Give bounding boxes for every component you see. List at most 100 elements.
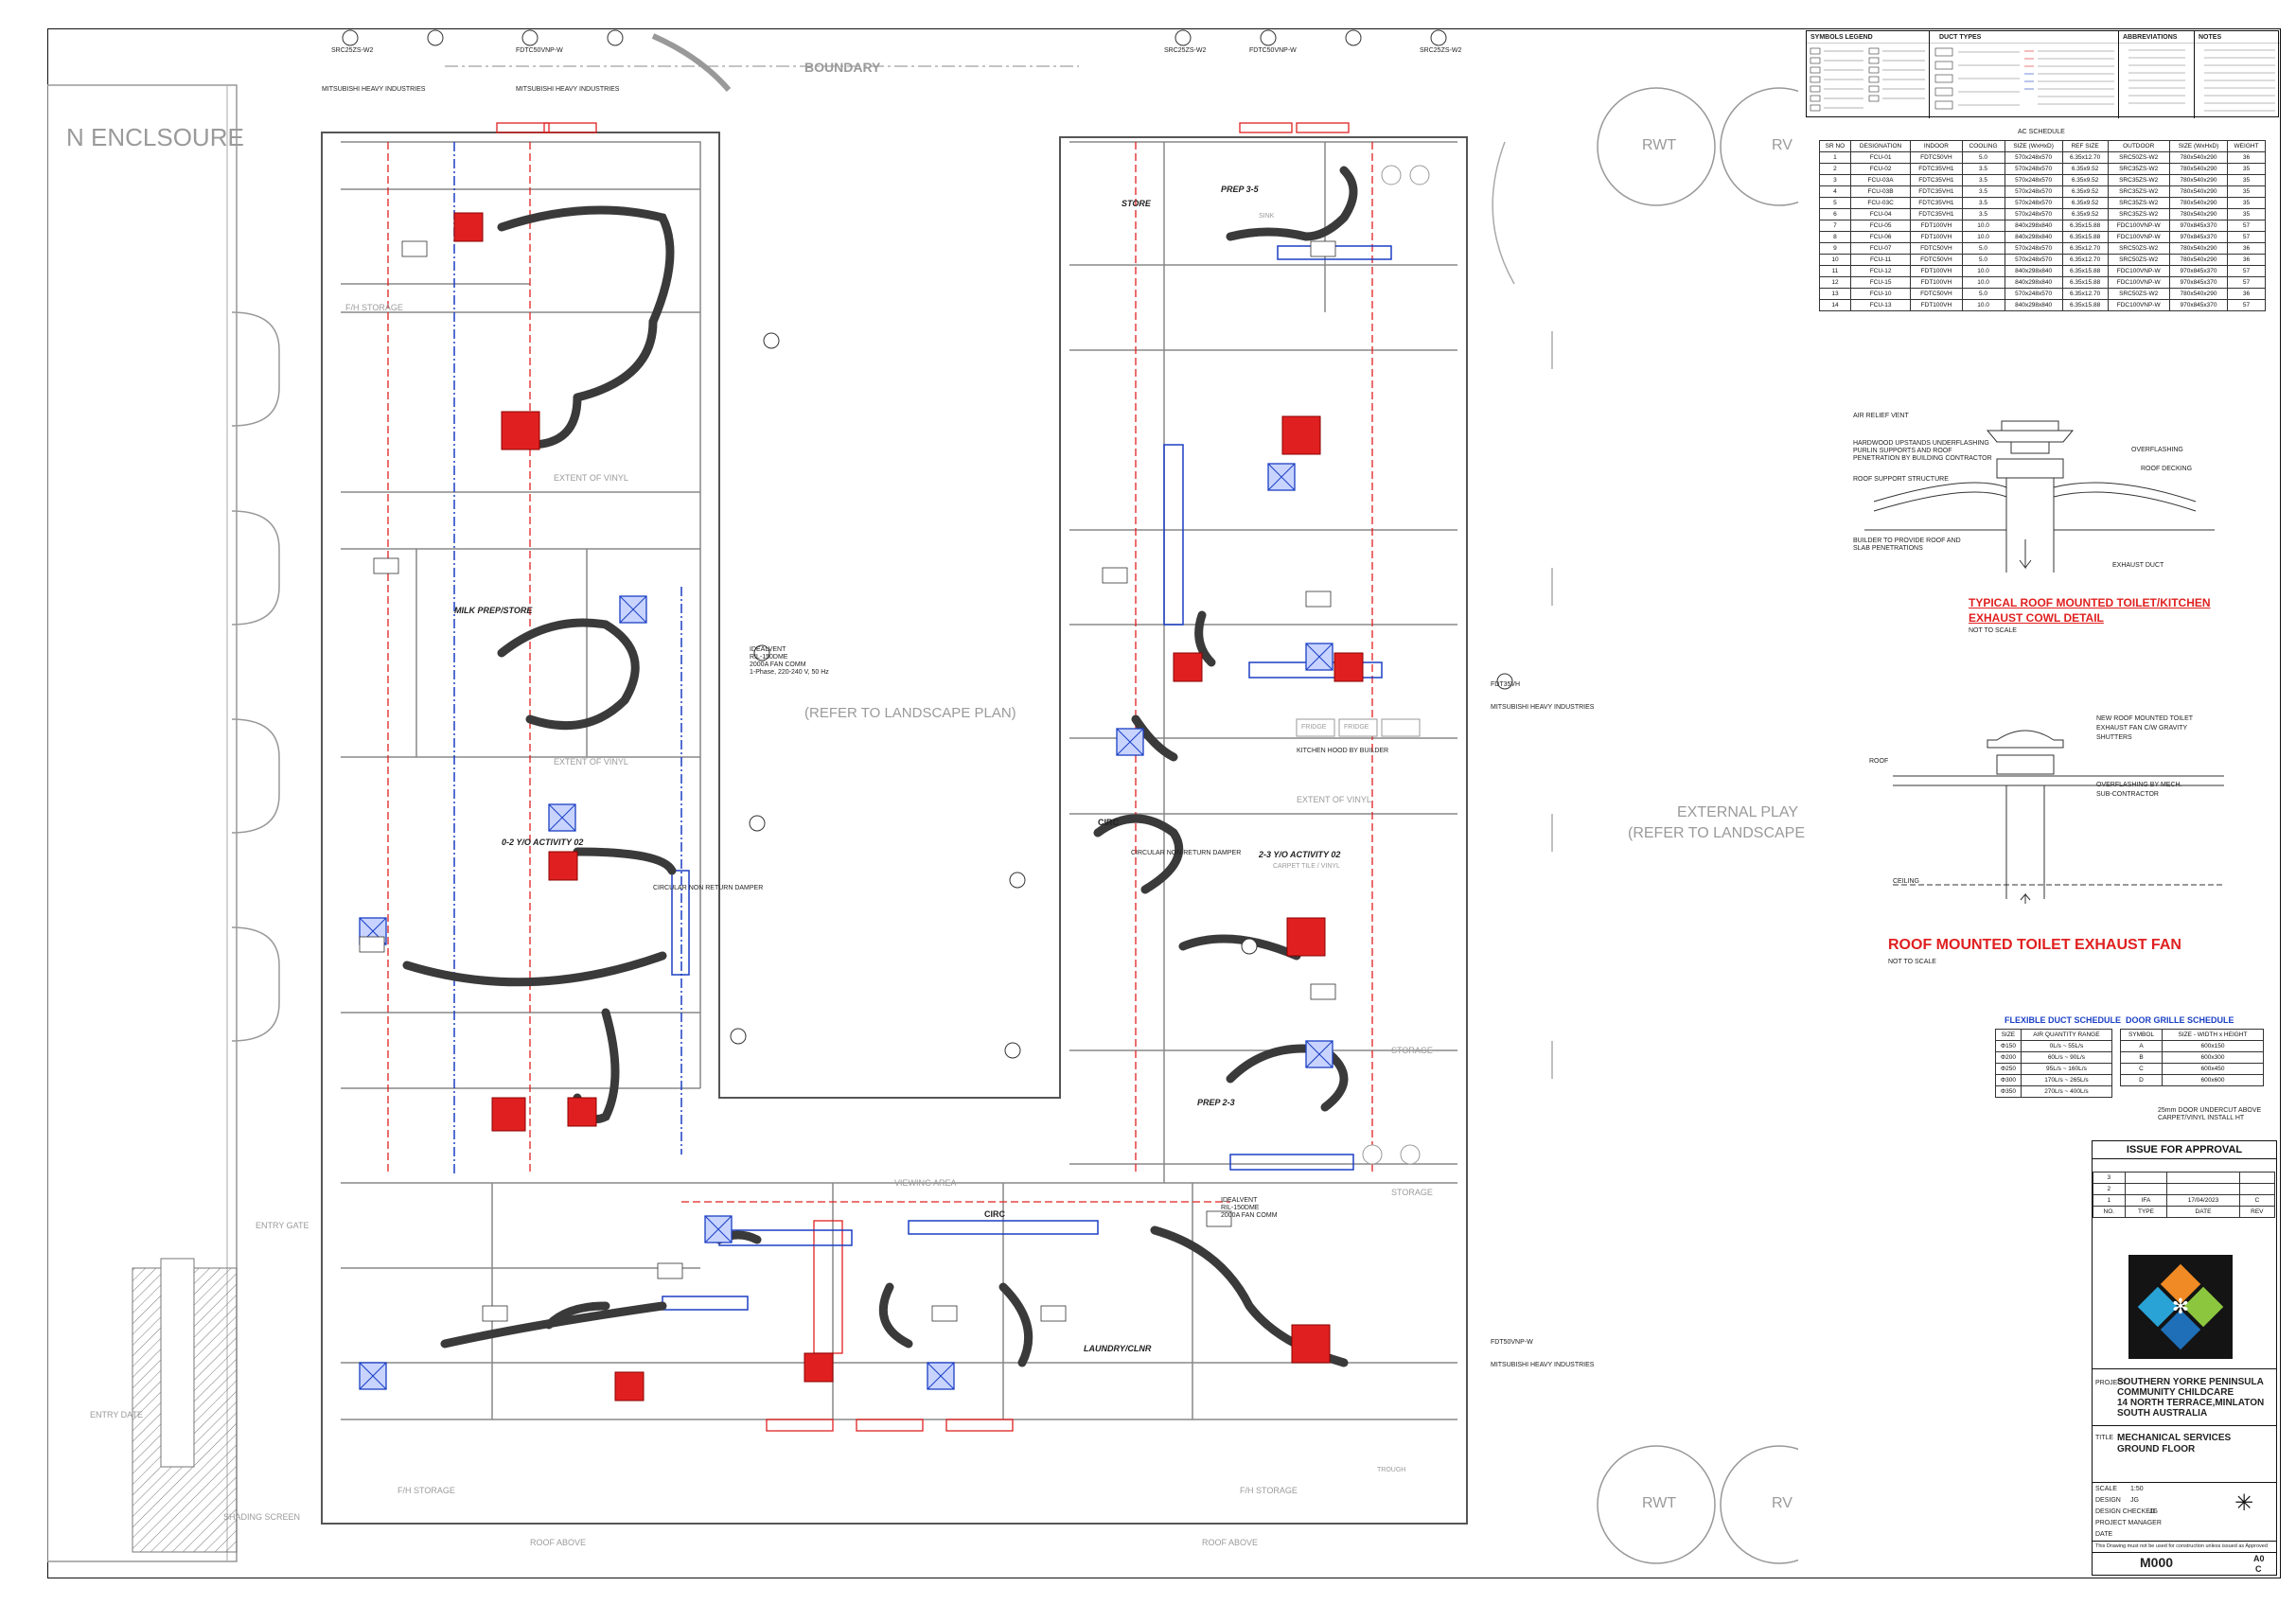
table-cell: 6 <box>1819 208 1851 220</box>
header-cell: SIZE - WIDTH x HEIGHT <box>2162 1029 2264 1041</box>
table-cell: 57 <box>2227 231 2266 243</box>
cowl-note: EXHAUST DUCT <box>2112 562 2164 569</box>
table-cell: FCU-03A <box>1849 174 1912 186</box>
floor-plan[interactable] <box>47 28 1798 1578</box>
shading-screen-label: SHADING SCREEN <box>223 1512 301 1522</box>
table-cell: FCU-05 <box>1849 220 1912 232</box>
carpet-label: CARPET TILE / VINYL <box>1273 863 1340 870</box>
duct-types-title: DUCT TYPES <box>1939 34 1982 41</box>
table-cell: FDTC35VH1 <box>1910 163 1963 175</box>
cowl-note: ROOF DECKING <box>2141 466 2193 472</box>
enclosure <box>47 84 238 1562</box>
table-cell: Φ350 <box>1995 1085 2022 1098</box>
fan-note: SUB-CONTRACTOR <box>2096 791 2159 798</box>
revision-row: 2 <box>2093 1183 2276 1195</box>
room-label: PREP 3-5 <box>1221 185 1259 194</box>
table-cell: SRC50ZS-W2 <box>2107 254 2170 266</box>
table-cell <box>2124 1172 2168 1184</box>
fan-note: NEW ROOF MOUNTED TOILET <box>2096 715 2194 722</box>
enclosure-label: N ENCLSOURE <box>66 123 244 151</box>
table-cell: FDTC50VH <box>1910 254 1963 266</box>
storage-label: STORAGE <box>1391 1046 1433 1055</box>
table-cell: C <box>2119 1063 2164 1075</box>
table-cell: SRC50ZS-W2 <box>2107 288 2170 300</box>
fh-storage-label: F/H STORAGE <box>345 303 403 312</box>
header-cell: DESIGNATION <box>1849 140 1912 152</box>
table-cell: 270L/s ~ 400L/s <box>2020 1085 2113 1098</box>
table-cell: Φ300 <box>1995 1074 2022 1086</box>
unit-tag: RIL-150DME <box>750 654 788 661</box>
table-cell: 3.5 <box>1961 185 2005 198</box>
table-cell <box>2166 1172 2240 1184</box>
exhaust-fan-drawing <box>1893 730 2224 904</box>
table-cell: 570x248x570 <box>2004 242 2063 255</box>
table-cell: 13 <box>1819 288 1851 300</box>
table-cell: SRC35ZS-W2 <box>2107 174 2170 186</box>
table-cell: 10.0 <box>1961 231 2005 243</box>
table-cell: B <box>2119 1051 2164 1064</box>
table-cell: FDT100VH <box>1910 231 1963 243</box>
table-cell: 11 <box>1819 265 1851 277</box>
table-cell: 6.35x15.88 <box>2061 276 2109 289</box>
unit-tag: 2000A FAN COMM <box>1221 1212 1278 1219</box>
fridge-label: FRIDGE <box>1301 724 1327 731</box>
table-cell: 600x600 <box>2162 1074 2264 1086</box>
svg-text:✻: ✻ <box>2172 1296 2189 1319</box>
unit-tag: SRC25ZS-W2 <box>1420 47 1462 54</box>
boundary-label: BOUNDARY <box>804 60 881 75</box>
table-cell: 6.35x15.88 <box>2061 220 2109 232</box>
rwt-tank-bottom <box>1597 1445 1716 1564</box>
table-cell: FCU-11 <box>1849 254 1912 266</box>
checked-label: DESIGN CHECKED <box>2095 1508 2156 1515</box>
table-cell: 1 <box>1819 151 1851 164</box>
north-arrow-icon: ✳ <box>2234 1490 2254 1516</box>
cowl-detail-drawing <box>1864 420 2215 573</box>
table-cell: SRC35ZS-W2 <box>2107 185 2170 198</box>
table-cell: 10.0 <box>1961 276 2005 289</box>
legal-note: This Drawing must not be used for constr… <box>2095 1543 2268 1549</box>
table-cell: DATE <box>2166 1206 2240 1218</box>
table-cell: FCU-12 <box>1849 265 1912 277</box>
checked-value: JG <box>2149 1508 2158 1515</box>
title-label: TITLE <box>2095 1435 2114 1441</box>
table-cell: FDT100VH <box>1910 299 1963 311</box>
table-cell: 3 <box>1819 174 1851 186</box>
table-cell: 780x540x290 <box>2168 185 2229 198</box>
table-cell: FCU-04 <box>1849 208 1912 220</box>
date-label: DATE <box>2095 1531 2113 1538</box>
table-cell: 36 <box>2227 151 2266 164</box>
table-cell: 780x540x290 <box>2168 242 2229 255</box>
table-cell: 5 <box>1819 197 1851 209</box>
table-cell: FDTC50VH <box>1910 242 1963 255</box>
table-cell: 3.5 <box>1961 174 2005 186</box>
table-cell: 60L/s ~ 90L/s <box>2020 1051 2113 1064</box>
table-cell: 970x845x370 <box>2168 299 2229 311</box>
header-cell: SIZE (WxHxD) <box>2168 140 2229 152</box>
table-cell: SRC35ZS-W2 <box>2107 208 2170 220</box>
extent-vinyl-label: EXTENT OF VINYL <box>1297 795 1371 804</box>
grille-schedule-title: DOOR GRILLE SCHEDULE <box>2126 1015 2234 1025</box>
table-cell: Φ150 <box>1995 1040 2022 1052</box>
table-cell: FCU-03B <box>1849 185 1912 198</box>
table-cell: 780x540x290 <box>2168 151 2229 164</box>
table-cell: Φ250 <box>1995 1063 2022 1075</box>
activity-label: 0-2 Y/O ACTIVITY 02 <box>502 837 584 847</box>
table-cell: 3.5 <box>1961 163 2005 175</box>
table-cell: FCU-01 <box>1849 151 1912 164</box>
fcu-unit <box>1281 415 1321 455</box>
table-cell: 4 <box>1819 185 1851 198</box>
table-cell: 8 <box>1819 231 1851 243</box>
table-cell: FDT100VH <box>1910 276 1963 289</box>
table-cell: 5.0 <box>1961 151 2005 164</box>
